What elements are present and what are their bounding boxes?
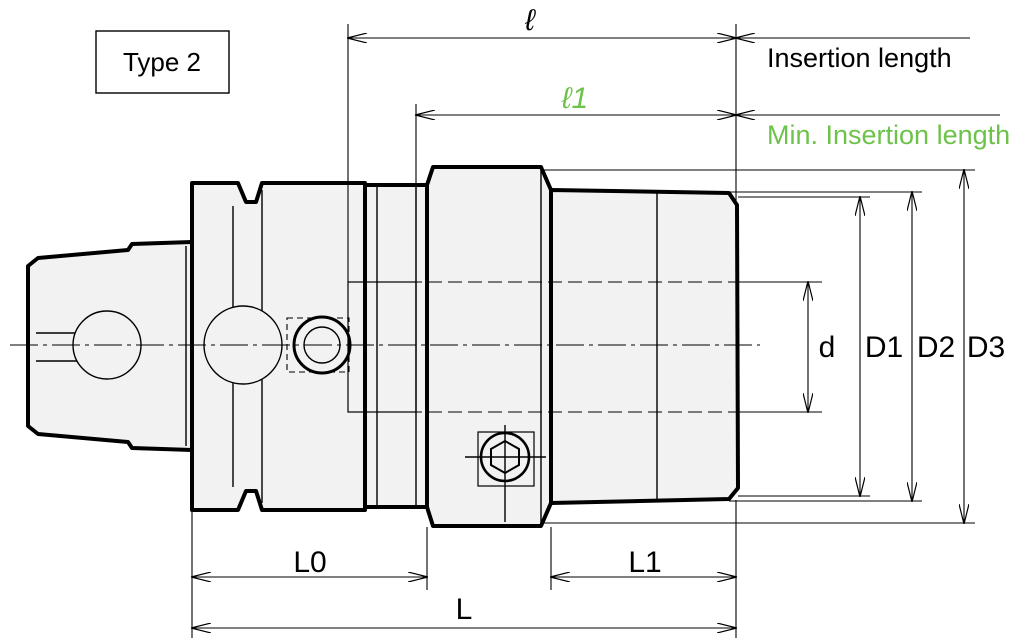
set-screw-hex — [465, 425, 546, 522]
label-ell1: ℓ1 — [561, 82, 588, 115]
dim-lengths: L0 L1 L — [192, 500, 736, 638]
holder-body — [26, 165, 740, 528]
nose-section — [549, 188, 740, 505]
neck-section — [363, 183, 429, 509]
label-d: d — [819, 331, 836, 364]
label-ell: ℓ — [524, 4, 536, 37]
type-label: Type 2 — [123, 47, 201, 77]
type-label-box: Type 2 — [95, 30, 230, 94]
dim-ell: ℓ Insertion length — [348, 4, 970, 282]
label-L: L — [456, 593, 473, 626]
label-D1: D1 — [865, 331, 903, 364]
label-D2: D2 — [917, 331, 955, 364]
dim-ell1: ℓ1 Min. Insertion length — [416, 82, 1010, 282]
label-L0: L0 — [293, 546, 326, 579]
label-insertion-length: Insertion length — [767, 43, 952, 73]
dim-diameters: d D1 D2 D3 — [541, 170, 1005, 523]
label-D3: D3 — [967, 331, 1005, 364]
label-L1: L1 — [628, 546, 661, 579]
label-min-insertion-length: Min. Insertion length — [767, 120, 1010, 150]
